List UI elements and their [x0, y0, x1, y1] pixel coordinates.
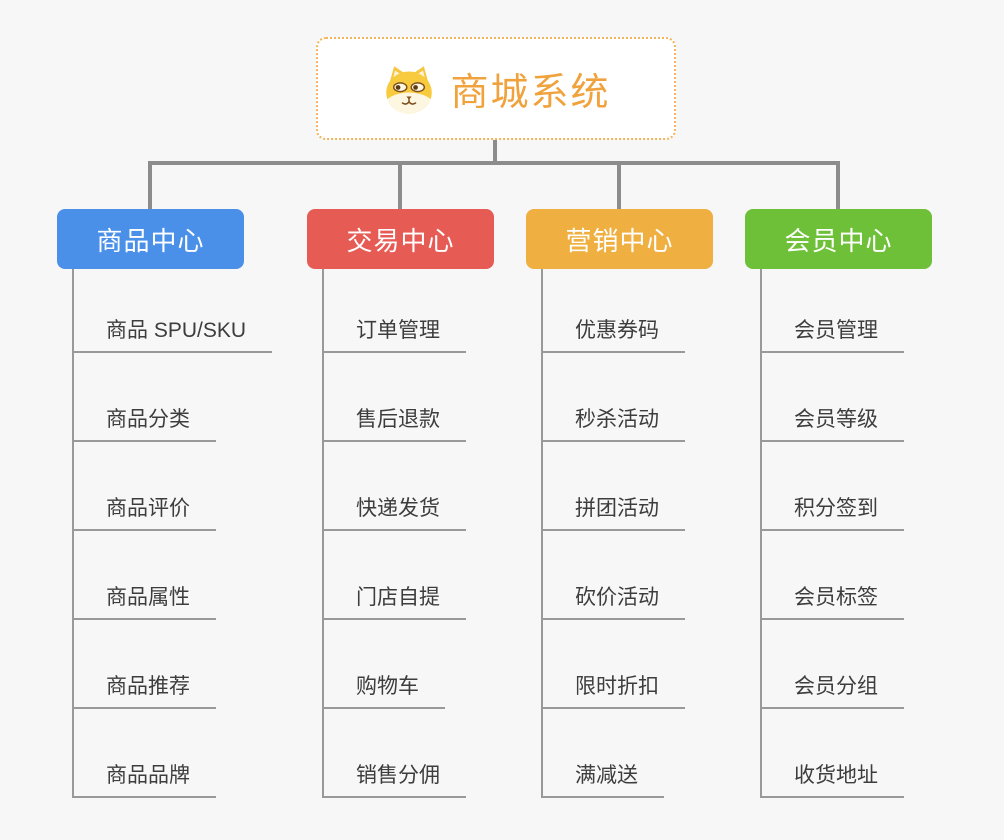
leaf-item[interactable]: 砍价活动	[541, 582, 685, 620]
root-node[interactable]: 商城系统	[316, 37, 676, 140]
branch-node-trade-center[interactable]: 交易中心	[307, 209, 494, 269]
leaf-item[interactable]: 积分签到	[760, 493, 904, 531]
branch-label: 商品中心	[96, 225, 205, 256]
leaf-item[interactable]: 商品品牌	[72, 760, 216, 798]
connector-drop-marketing	[617, 161, 621, 211]
leaf-item[interactable]: 商品评价	[72, 493, 216, 531]
leaf-item[interactable]: 会员等级	[760, 404, 904, 442]
leaf-item[interactable]: 限时折扣	[541, 671, 685, 709]
connector-drop-member	[836, 161, 840, 211]
leaf-item[interactable]: 售后退款	[322, 404, 466, 442]
leaf-item[interactable]: 商品推荐	[72, 671, 216, 709]
connector-drop-product	[148, 161, 152, 211]
leaf-item[interactable]: 购物车	[322, 671, 445, 709]
connector-drop-trade	[398, 161, 402, 211]
connector-bus	[148, 161, 840, 165]
leaf-item[interactable]: 收货地址	[760, 760, 904, 798]
trunk-marketing-center	[541, 269, 543, 798]
leaf-item[interactable]: 商品 SPU/SKU	[72, 315, 273, 353]
leaf-item[interactable]: 拼团活动	[541, 493, 685, 531]
connector-root-stem	[493, 140, 497, 165]
trunk-member-center	[760, 269, 762, 798]
dog-face-icon	[381, 63, 437, 115]
branch-label: 营销中心	[565, 225, 674, 256]
leaf-item[interactable]: 满减送	[541, 760, 664, 798]
leaf-item[interactable]: 商品分类	[72, 404, 216, 442]
leaf-item[interactable]: 会员管理	[760, 315, 904, 353]
leaf-item[interactable]: 销售分佣	[322, 760, 466, 798]
leaf-item[interactable]: 商品属性	[72, 582, 216, 620]
leaf-item[interactable]: 会员标签	[760, 582, 904, 620]
leaf-item[interactable]: 快递发货	[322, 493, 466, 531]
trunk-trade-center	[322, 269, 324, 798]
branch-label: 交易中心	[346, 225, 455, 256]
leaf-item[interactable]: 会员分组	[760, 671, 904, 709]
root-label: 商城系统	[450, 72, 611, 114]
leaf-item[interactable]: 优惠券码	[541, 315, 685, 353]
branch-label: 会员中心	[784, 225, 893, 256]
leaf-item[interactable]: 订单管理	[322, 315, 466, 353]
trunk-product-center	[72, 269, 74, 798]
branch-node-member-center[interactable]: 会员中心	[745, 209, 932, 269]
leaf-item[interactable]: 秒杀活动	[541, 404, 685, 442]
branch-node-product-center[interactable]: 商品中心	[57, 209, 244, 269]
leaf-item[interactable]: 门店自提	[322, 582, 466, 620]
branch-node-marketing-center[interactable]: 营销中心	[526, 209, 713, 269]
